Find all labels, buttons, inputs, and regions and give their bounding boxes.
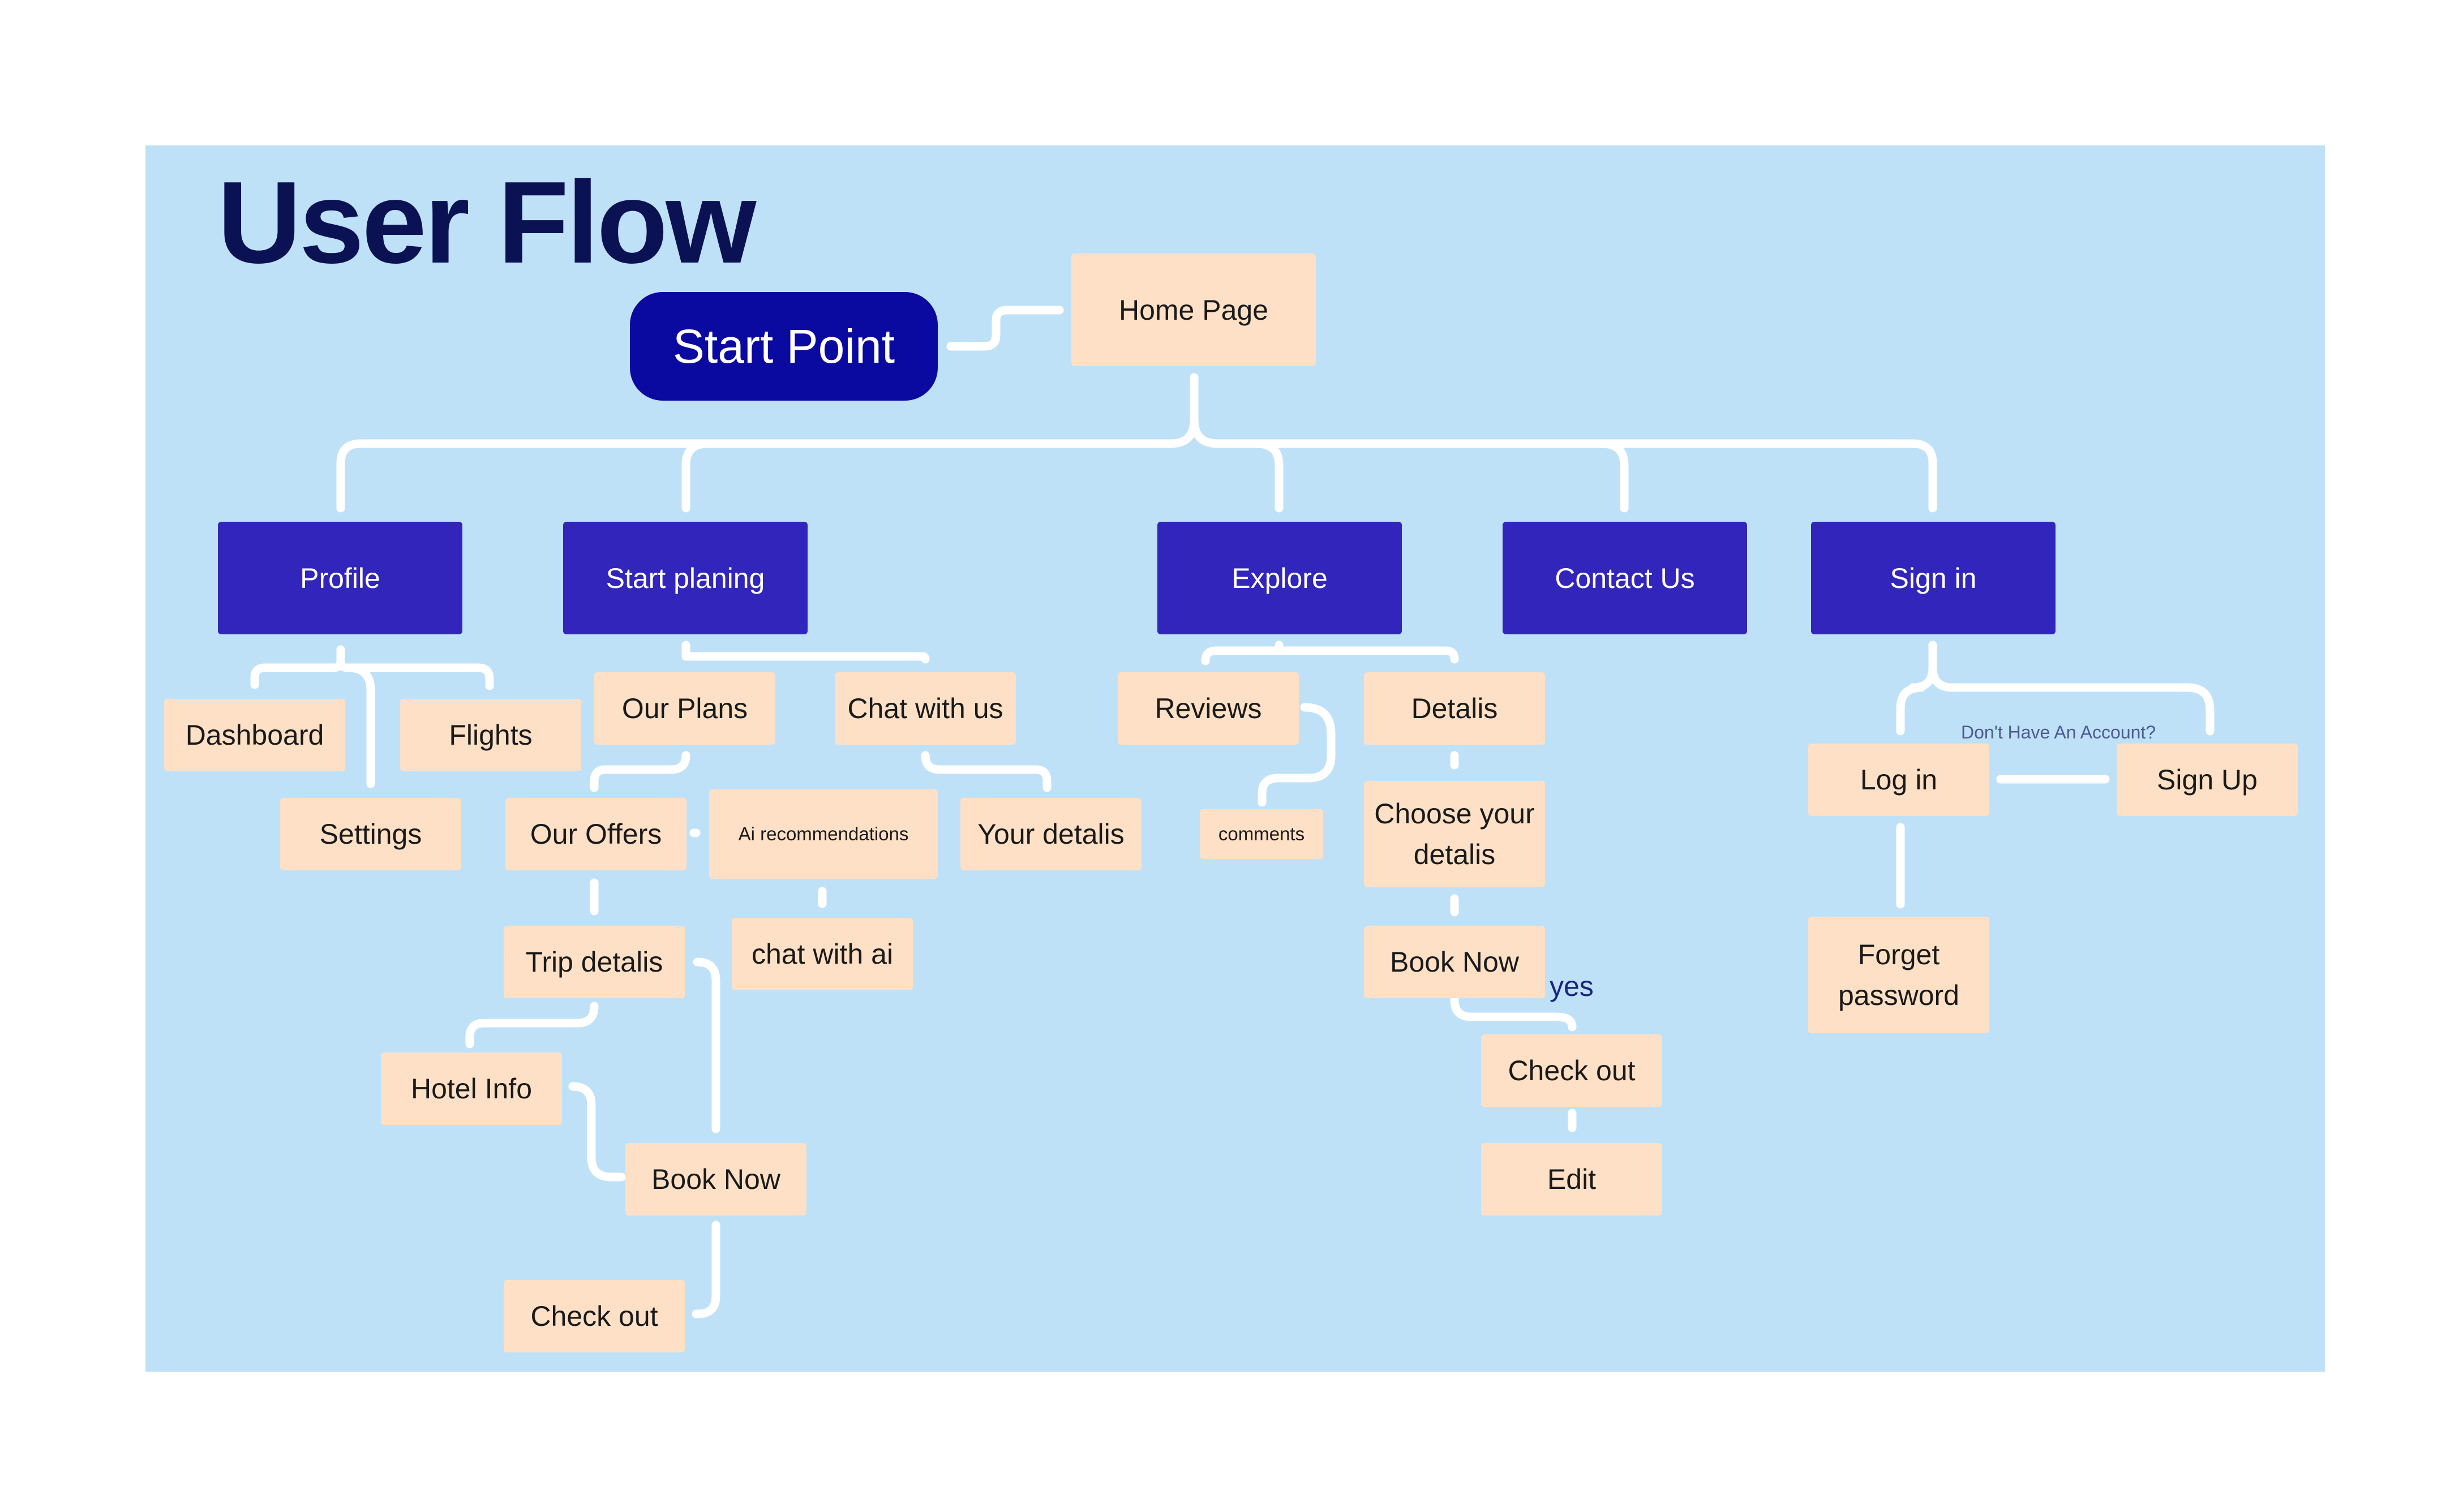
connector-planning-our-plans (681, 641, 930, 664)
our-plans-node[interactable]: Our Plans (594, 672, 775, 745)
connector-to-start-planning (681, 439, 712, 513)
sign-up-node[interactable]: Sign Up (2117, 744, 2298, 816)
settings-node[interactable]: Settings (280, 798, 461, 870)
connector-hotel-book (568, 1082, 626, 1182)
chat-with-us-node[interactable]: Chat with us (835, 672, 1016, 745)
connector-signin-login (1896, 641, 1937, 736)
connector-home-right (1190, 415, 1937, 513)
details-node[interactable]: Detalis (1364, 672, 1545, 745)
comments-node[interactable]: comments (1200, 809, 1323, 859)
connector-reviews-comments (1258, 703, 1336, 807)
sign-in-node[interactable]: Sign in (1811, 522, 2056, 634)
log-in-node[interactable]: Log in (1808, 744, 1989, 816)
explore-check-out-node[interactable]: Check out (1481, 1034, 1662, 1107)
edit-node[interactable]: Edit (1481, 1143, 1662, 1215)
connector-explore-details (1275, 646, 1459, 664)
our-offers-node[interactable]: Our Offers (505, 798, 686, 870)
connector-book-checkout-explore (1450, 995, 1577, 1032)
forget-password-line2: password (1838, 980, 1959, 1011)
explore-node[interactable]: Explore (1157, 522, 1402, 634)
forget-password-line1: Forget (1857, 939, 1940, 970)
connector-chat-your-details (921, 751, 1052, 792)
connector-signin-signup (1928, 663, 2215, 736)
connector-explore-reviews (1201, 641, 1284, 665)
connector-profile-settings (344, 663, 375, 788)
explore-book-now-node[interactable]: Book Now (1364, 926, 1545, 998)
connector-book-checkout (692, 1221, 720, 1318)
ai-recommendations-node[interactable]: Ai recommendations (709, 789, 938, 879)
connector-trip-hotel (465, 1002, 599, 1049)
start-planning-node[interactable]: Start planing (563, 522, 808, 634)
reviews-node[interactable]: Reviews (1118, 672, 1299, 745)
planning-book-now-node[interactable]: Book Now (625, 1143, 806, 1215)
your-details-node[interactable]: Your detalis (960, 798, 1142, 870)
start-point-node[interactable]: Start Point (630, 292, 938, 401)
choose-details-node[interactable]: Choose your detalis (1364, 781, 1545, 887)
connector-profile-flights (336, 656, 494, 690)
flights-node[interactable]: Flights (400, 699, 581, 771)
choose-details-line2: detalis (1413, 839, 1496, 870)
connector-profile-dashboard (250, 645, 345, 689)
profile-node[interactable]: Profile (218, 522, 462, 634)
connector-our-plans-offers (590, 751, 690, 792)
connector-to-contact (1597, 439, 1629, 513)
home-page-node[interactable]: Home Page (1071, 254, 1316, 366)
choose-details-line1: Choose your (1374, 798, 1535, 830)
connector-trip-book (693, 957, 720, 1133)
dashboard-node[interactable]: Dashboard (164, 699, 345, 771)
page-title: User Flow (217, 157, 756, 287)
chat-with-ai-node[interactable]: chat with ai (732, 918, 913, 990)
yes-label: yes (1550, 970, 1594, 1002)
no-account-hint: Don't Have An Account? (1961, 722, 2156, 742)
trip-details-node[interactable]: Trip detalis (504, 926, 685, 998)
forget-password-node[interactable]: Forget password (1808, 917, 1989, 1033)
connector-to-explore (1252, 439, 1284, 513)
connector-start-home (946, 306, 1064, 351)
hotel-info-node[interactable]: Hotel Info (381, 1053, 562, 1125)
planning-check-out-node[interactable]: Check out (504, 1280, 685, 1352)
contact-us-node[interactable]: Contact Us (1503, 522, 1747, 634)
